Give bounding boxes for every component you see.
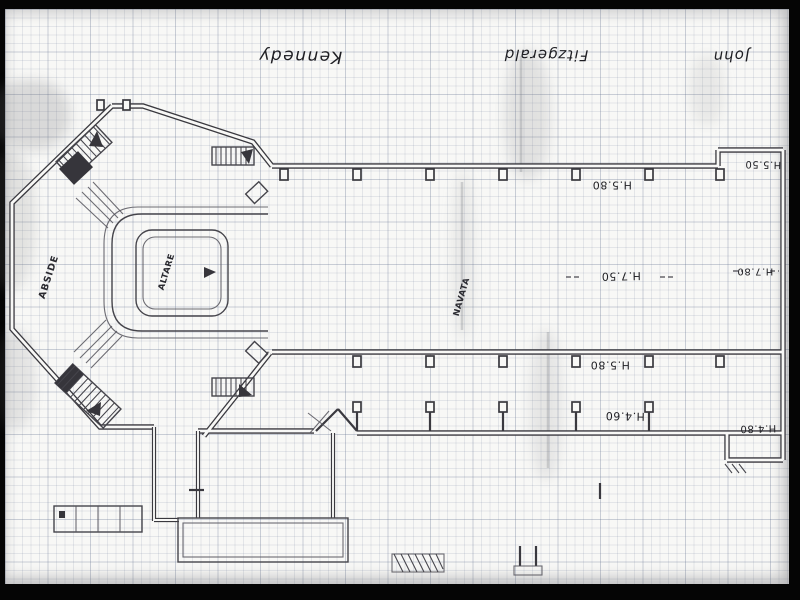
height-label-bottom: H.4.60 — [605, 409, 645, 423]
hatched-ramp — [391, 553, 445, 573]
stair-lower-left — [54, 362, 122, 430]
bottom-annex-block — [177, 483, 602, 576]
stair-upper-right — [211, 146, 255, 166]
bottom-left-rooms — [53, 505, 143, 533]
bottom-right-hatch-marks — [724, 463, 747, 474]
steps-fan-lower — [73, 319, 123, 369]
height-label-top-mid: H.5.80 — [592, 178, 632, 192]
altar-platform — [135, 229, 229, 317]
steps-fan-upper — [75, 181, 124, 229]
height-label-lower-mid: H.5.80 — [590, 358, 630, 372]
apse-niches — [244, 180, 269, 365]
entrance-door — [307, 408, 358, 434]
height-label-bottom-right: H.4.80 — [739, 422, 777, 434]
stair-lower-right — [211, 377, 255, 397]
altar-arrow-icon — [204, 267, 216, 278]
stair-arrow-icon — [239, 384, 252, 397]
height-label-nave-right: H.7.80 — [736, 265, 774, 277]
handwritten-name-john: John — [712, 46, 750, 66]
corridor-walls — [154, 427, 333, 521]
handwritten-name-kennedy: Kennedy — [257, 45, 343, 67]
sanctuary-ambulatory-rings — [103, 206, 268, 339]
stair-arrow-icon — [89, 131, 103, 147]
main-walls — [12, 106, 783, 460]
arcade-pillars-top — [279, 168, 725, 181]
dimension-dashes — [566, 270, 779, 278]
height-label-nave-center: H.7.50 — [601, 269, 641, 283]
handwritten-name-fitzgerald: Fitzgerald — [503, 45, 589, 65]
apse-top-pillars — [96, 99, 131, 111]
door-swing-cross-icon — [307, 410, 332, 434]
height-label-top-right: H.5.50 — [744, 158, 782, 170]
stair-upper-left — [55, 123, 113, 185]
arcade-pillars-bottom — [352, 355, 725, 368]
stair-arrow-icon — [241, 149, 253, 164]
portico-pillars — [352, 401, 654, 431]
stair-arrow-icon — [86, 402, 101, 416]
